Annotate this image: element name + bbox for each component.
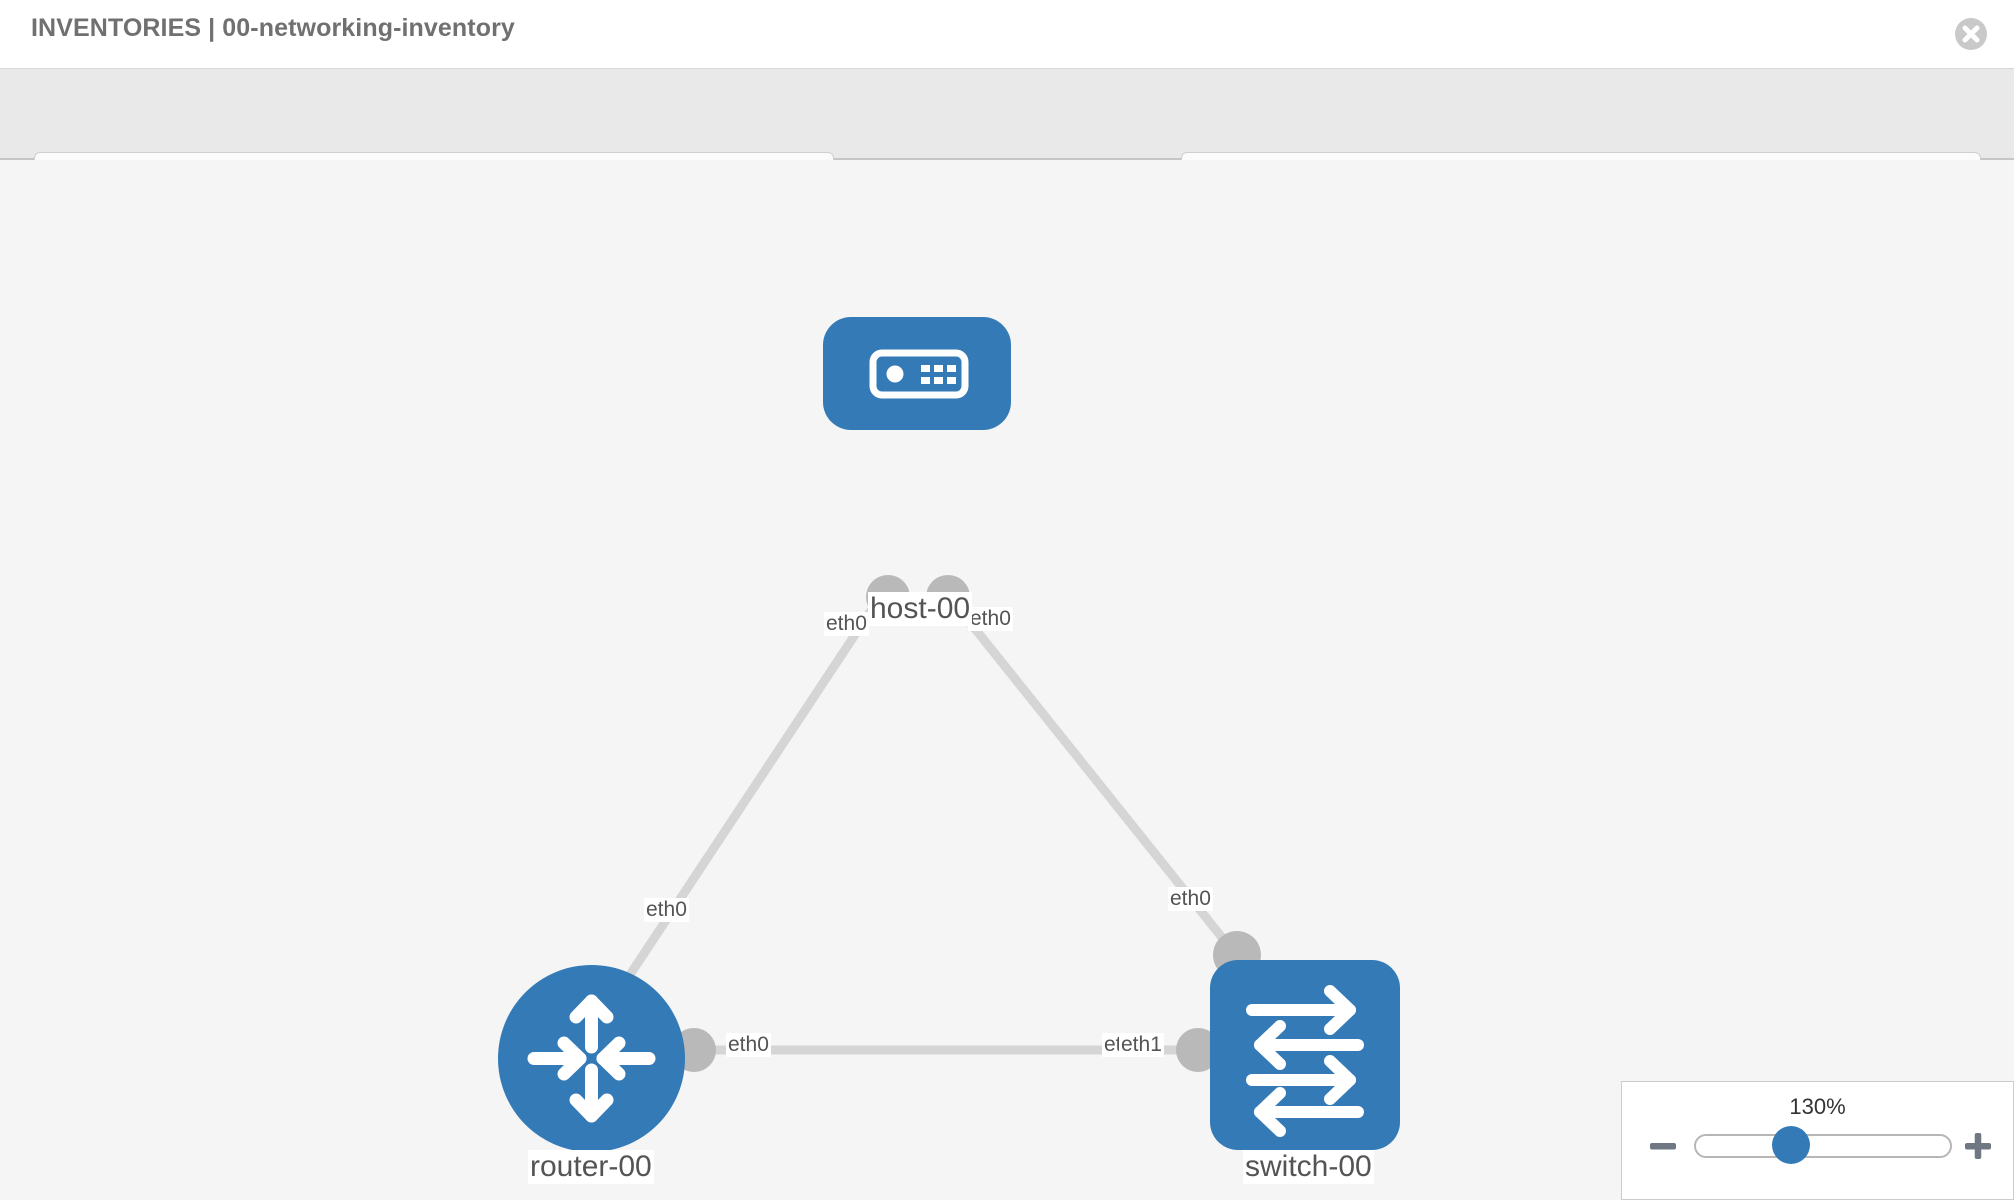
interface-label-switch-left: eth1 bbox=[1119, 1033, 1164, 1057]
interface-label-switch-up: eth0 bbox=[1168, 887, 1213, 911]
minus-icon[interactable] bbox=[1647, 1130, 1679, 1162]
node-switch-00[interactable] bbox=[1210, 960, 1400, 1150]
zoom-control-panel: 130% bbox=[1621, 1081, 2014, 1200]
topology-canvas[interactable]: eth0 eth0 eth0 eth0 eth0 eth eth1 host-0… bbox=[0, 160, 2014, 1200]
connector-nub bbox=[1176, 1028, 1220, 1072]
interface-label-host-right: eth0 bbox=[968, 607, 1013, 631]
page-header: INVENTORIES | 00-networking-inventory bbox=[0, 0, 2014, 69]
interface-label-router-up: eth0 bbox=[644, 898, 689, 922]
node-label-switch-00: switch-00 bbox=[1243, 1150, 1374, 1184]
interface-label-router-right: eth0 bbox=[726, 1033, 771, 1057]
zoom-slider-thumb[interactable] bbox=[1772, 1126, 1810, 1164]
node-host-00[interactable] bbox=[823, 317, 1011, 430]
node-label-host-00: host-00 bbox=[868, 592, 973, 626]
plus-icon[interactable] bbox=[1962, 1130, 1994, 1162]
node-router-00[interactable] bbox=[498, 965, 685, 1152]
close-icon[interactable] bbox=[1955, 18, 1987, 50]
toolbar: ACTIONS SEARCH bbox=[0, 69, 2014, 204]
zoom-level-label: 130% bbox=[1789, 1094, 1846, 1119]
topology-links bbox=[596, 575, 1261, 1072]
interface-label-host-left: eth0 bbox=[824, 612, 869, 636]
zoom-slider-track[interactable] bbox=[1694, 1134, 1952, 1158]
node-label-router-00: router-00 bbox=[528, 1150, 654, 1184]
page-title: INVENTORIES | 00-networking-inventory bbox=[31, 14, 515, 42]
